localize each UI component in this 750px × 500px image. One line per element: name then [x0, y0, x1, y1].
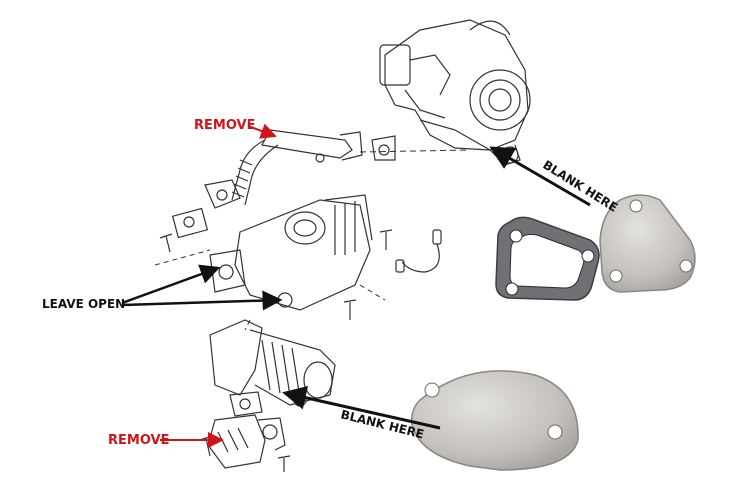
alignment-line — [359, 149, 471, 153]
blank-here-top-arrow — [489, 146, 591, 207]
gasket-photo — [495, 216, 600, 301]
blank-here-top-label: BLANK HERE — [540, 158, 620, 215]
remove-top-label: REMOVE — [194, 118, 255, 133]
blank-here-bottom-arrow — [282, 385, 441, 430]
leave-open-arrows — [121, 264, 283, 311]
intake-manifold-illustration — [209, 319, 336, 407]
turbocharger-illustration — [379, 19, 531, 166]
egr-lower-pipe — [207, 391, 286, 469]
blanking-plate-top-photo — [599, 194, 696, 293]
turbo-flange-gasket — [371, 135, 396, 161]
leave-open-label: LEAVE OPEN — [42, 297, 125, 311]
egr-upper-pipe — [204, 129, 363, 209]
remove-bottom-label: REMOVE — [108, 433, 169, 448]
blanking-plate-bottom-photo — [410, 370, 579, 471]
remove-top-arrow — [247, 123, 277, 139]
sensor-wire — [395, 229, 442, 273]
